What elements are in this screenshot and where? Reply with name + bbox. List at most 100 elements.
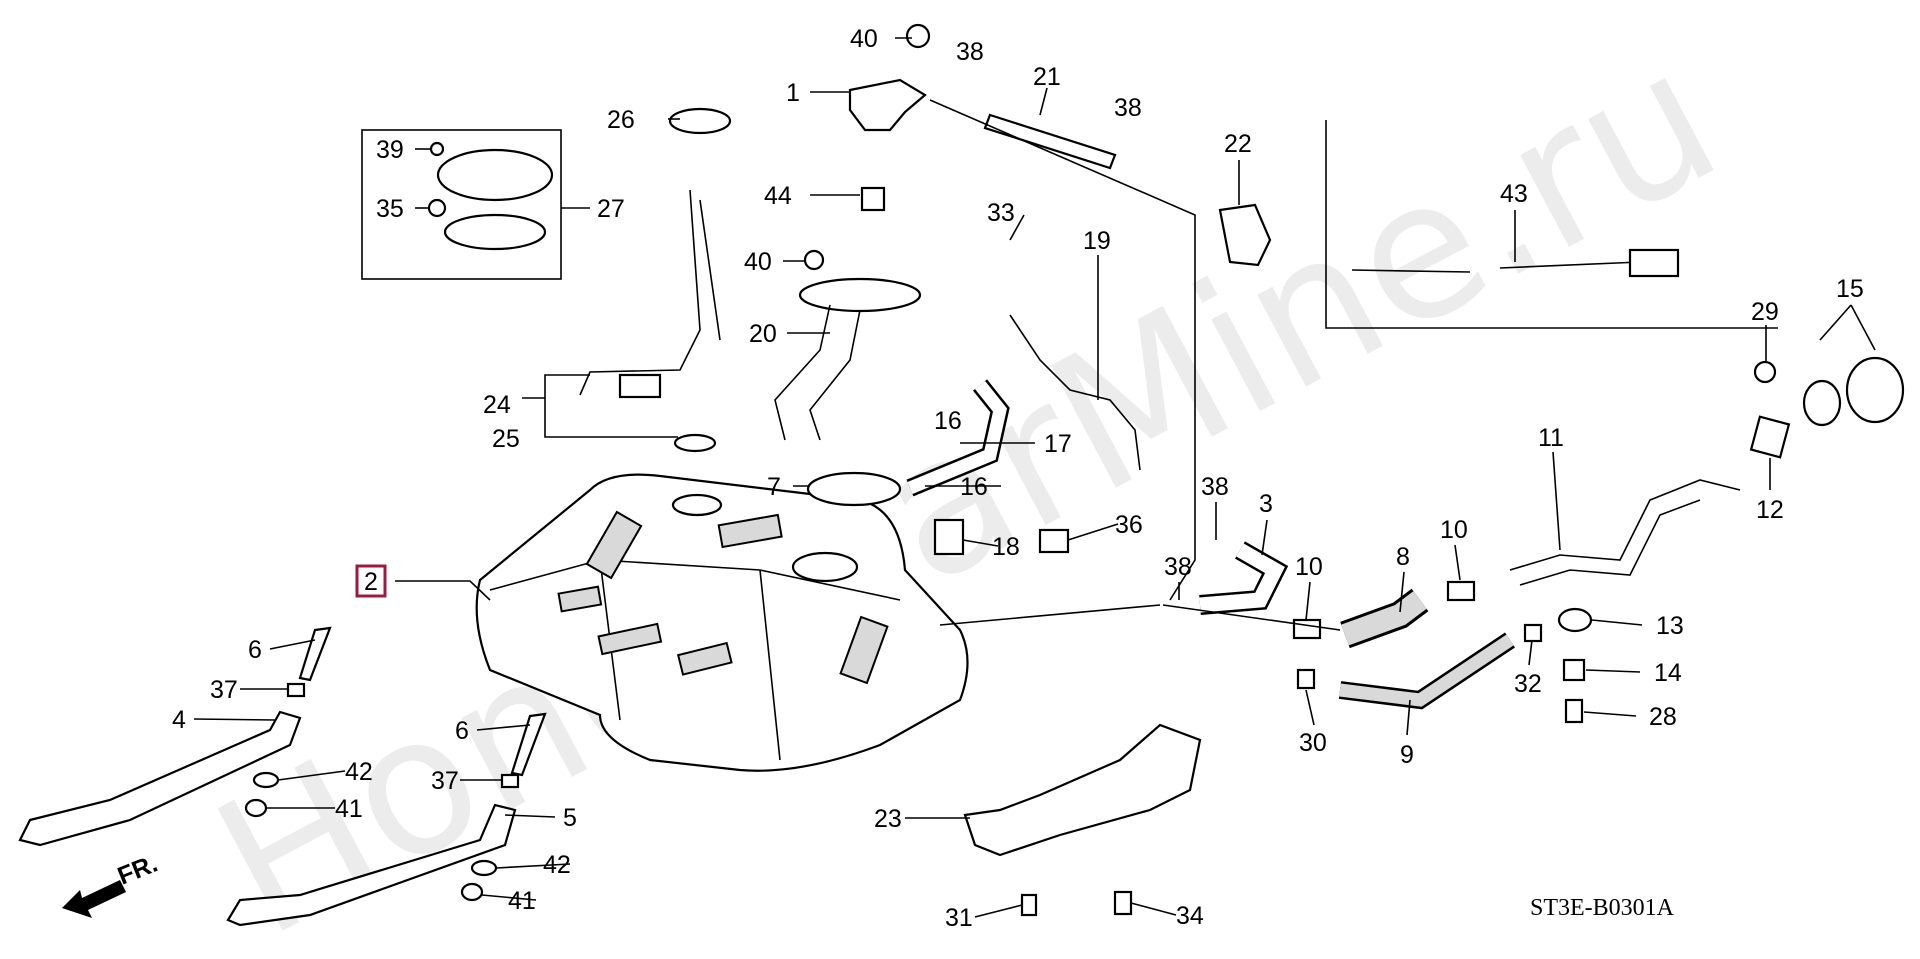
callout-3[interactable]: 3 [1259,490,1273,518]
cushion-29[interactable] [1753,360,1777,384]
callout-20[interactable]: 20 [749,320,777,348]
callout-1[interactable]: 1 [786,79,800,107]
fuel-tank[interactable] [475,473,969,772]
screw-39[interactable] [429,141,445,157]
callout-14[interactable]: 14 [1654,659,1682,687]
fuel-gauge-sender-24[interactable] [579,189,721,396]
ring-15[interactable] [1802,379,1842,427]
bolt-28[interactable] [1564,698,1584,724]
callout-38[interactable]: 38 [1114,94,1142,122]
clip-32[interactable] [1523,623,1543,643]
callout-37[interactable]: 37 [431,767,459,795]
clamp-10-b[interactable] [1446,580,1476,602]
callout-23[interactable]: 23 [874,805,902,833]
callout-40[interactable]: 40 [850,25,878,53]
callout-36[interactable]: 36 [1115,511,1143,539]
filler-pipe-11[interactable] [1509,479,1741,586]
cushion-42-a[interactable] [252,771,280,789]
callout-9[interactable]: 9 [1400,741,1414,769]
callout-41[interactable]: 41 [508,887,536,915]
protector-23[interactable] [963,723,1202,857]
callout-32[interactable]: 32 [1514,670,1542,698]
callout-34[interactable]: 34 [1176,902,1204,930]
tube-43-end[interactable] [1628,248,1680,278]
nut-40-b[interactable] [803,249,825,271]
ring-26[interactable] [668,107,732,135]
callout-17[interactable]: 17 [1044,430,1072,458]
callout-44[interactable]: 44 [764,182,792,210]
nut-37-a[interactable] [286,682,306,698]
callout-19[interactable]: 19 [1083,227,1111,255]
gasket-25[interactable] [673,433,717,453]
callout-13[interactable]: 13 [1656,612,1684,640]
valve-35[interactable] [427,198,447,218]
tube-43[interactable] [1351,261,1641,273]
callout-27[interactable]: 27 [597,195,625,223]
callout-16[interactable]: 16 [960,473,988,501]
tank-strap-4[interactable] [18,710,302,847]
clamp-30[interactable] [1296,668,1316,690]
callout-11[interactable]: 11 [1538,424,1564,452]
callout-43[interactable]: 43 [1500,180,1528,208]
callout-2[interactable]: 2 [364,568,378,596]
callout-5[interactable]: 5 [563,804,577,832]
callout-6[interactable]: 6 [455,717,469,745]
callout-42[interactable]: 42 [543,851,571,879]
canister-22[interactable] [1218,203,1272,267]
callout-26[interactable]: 26 [607,106,635,134]
nut-37-b[interactable] [500,773,520,789]
callout-33[interactable]: 33 [987,199,1015,227]
tank-strap-5[interactable] [226,803,517,927]
cushion-42-b[interactable] [470,859,498,877]
clip-34[interactable] [1113,890,1133,916]
fuel-pump-20[interactable] [798,277,922,313]
filler-cap-15[interactable] [1845,356,1905,424]
gasket-27[interactable] [443,213,547,251]
callout-16[interactable]: 16 [934,407,962,435]
callout-38[interactable]: 38 [1201,473,1229,501]
nut-40-a[interactable] [905,23,931,49]
grommet-13[interactable] [1557,607,1593,633]
bolt-6-a[interactable] [298,626,332,682]
callout-38[interactable]: 38 [956,38,984,66]
callout-28[interactable]: 28 [1649,703,1677,731]
nut-41-b[interactable] [460,882,484,902]
valve-18[interactable] [933,518,965,556]
callout-38[interactable]: 38 [1164,553,1192,581]
callout-30[interactable]: 30 [1299,729,1327,757]
callout-18[interactable]: 18 [992,533,1020,561]
bolt-31[interactable] [1020,893,1038,917]
callout-42[interactable]: 42 [345,758,373,786]
callout-31[interactable]: 31 [945,904,973,932]
cover-27[interactable] [436,148,554,202]
callout-8[interactable]: 8 [1396,543,1410,571]
nut-41-a[interactable] [244,798,268,818]
callout-35[interactable]: 35 [376,195,404,223]
clip-44[interactable] [860,186,886,212]
callout-24[interactable]: 24 [483,391,511,419]
callout-7[interactable]: 7 [767,473,781,501]
callout-29[interactable]: 29 [1751,298,1779,326]
callout-10[interactable]: 10 [1440,516,1468,544]
callout-22[interactable]: 22 [1224,130,1252,158]
callout-2-highlighted[interactable]: 2 [355,564,387,598]
callout-15[interactable]: 15 [1836,275,1864,303]
callout-40[interactable]: 40 [744,248,772,276]
hose-21[interactable] [983,113,1117,170]
callout-25[interactable]: 25 [492,425,520,453]
callout-12[interactable]: 12 [1756,496,1784,524]
hose-19[interactable] [1009,314,1141,471]
callout-37[interactable]: 37 [210,676,238,704]
callout-6[interactable]: 6 [248,636,262,664]
callout-10[interactable]: 10 [1295,553,1323,581]
bolt-6-b[interactable] [510,712,547,777]
base-12[interactable] [1749,415,1791,459]
float-24[interactable] [618,373,662,399]
clamp-10-a[interactable] [1292,618,1322,640]
gasket-7[interactable] [806,471,902,507]
callout-39[interactable]: 39 [376,136,404,164]
bracket-36[interactable] [1038,528,1070,554]
callout-4[interactable]: 4 [172,706,186,734]
fuel-filler-cap-1[interactable] [848,78,927,132]
cap-14[interactable] [1562,658,1586,682]
